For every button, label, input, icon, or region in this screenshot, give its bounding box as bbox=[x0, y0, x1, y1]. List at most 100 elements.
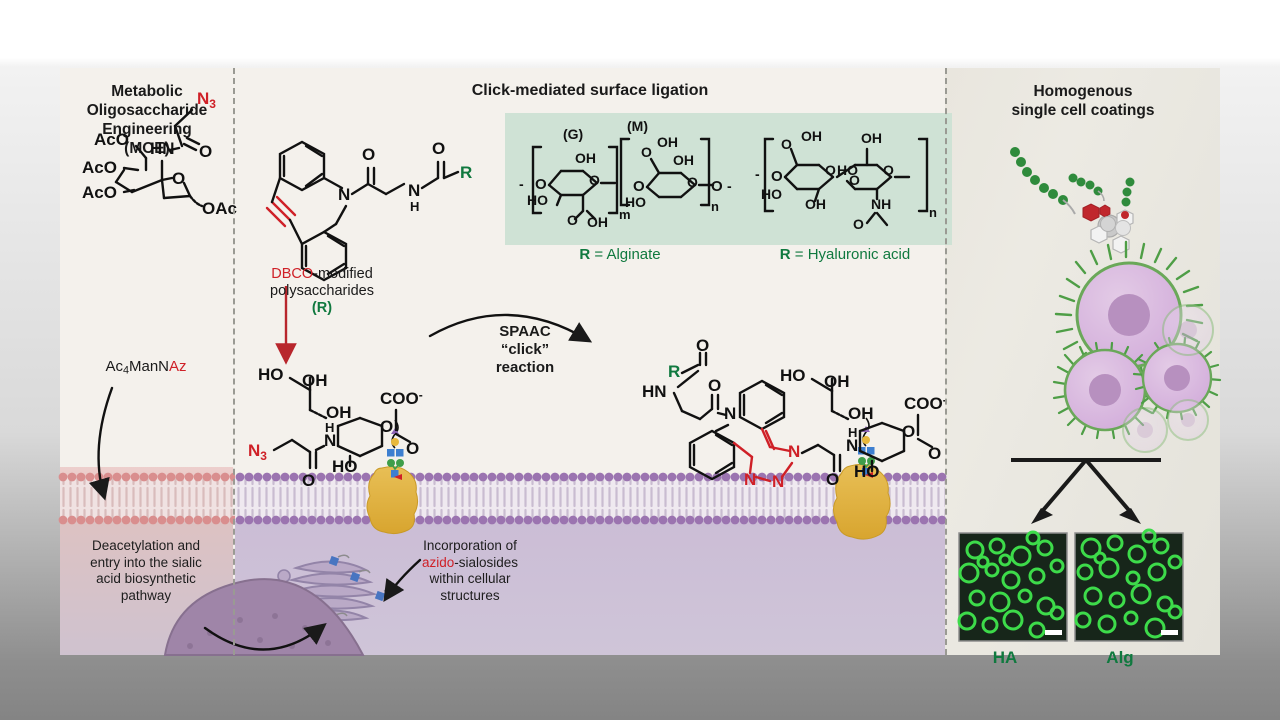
title-line-4: (MOE) bbox=[124, 140, 170, 157]
product-hn-label: HN bbox=[642, 382, 667, 401]
caption-line-1: Deacetylation and bbox=[91, 538, 201, 553]
svg-text:O: O bbox=[928, 444, 941, 463]
incorp-line-2: azido-sialosides bbox=[390, 555, 550, 572]
r-group-label: R bbox=[460, 163, 472, 182]
sialic-ho-bottom: HO bbox=[332, 457, 358, 476]
caption-incorporation: Incorporation of azido-sialosides within… bbox=[390, 538, 550, 604]
polysaccharide-inset-box bbox=[505, 113, 952, 245]
title-line-1: Metabolic bbox=[111, 83, 183, 100]
svg-text:O: O bbox=[641, 144, 652, 160]
label-ac: Ac bbox=[105, 358, 123, 375]
carboxylate-label: COO- bbox=[380, 388, 423, 408]
product-oh-1: OH bbox=[824, 372, 850, 391]
subscript-n-alg: n bbox=[711, 199, 719, 214]
coated-cell-faint-2 bbox=[1122, 407, 1168, 453]
ring-o-label: O bbox=[172, 169, 185, 188]
block-m-label: (M) bbox=[627, 118, 648, 134]
svg-text:O: O bbox=[853, 216, 864, 232]
svg-text:O: O bbox=[589, 172, 600, 188]
panel-divider-left bbox=[233, 68, 235, 655]
oac-label: OAc bbox=[202, 199, 237, 218]
ha-r: R bbox=[779, 246, 791, 263]
oh-g1: OH bbox=[575, 150, 596, 166]
svg-text:O: O bbox=[883, 162, 894, 178]
alginate-label: R = Alginate bbox=[520, 246, 720, 263]
ha-ho-1: HO bbox=[761, 186, 782, 202]
micrograph-ha bbox=[957, 530, 1068, 642]
caption-line-2: entry into the sialic bbox=[90, 554, 202, 570]
cell-membrane-illustration bbox=[58, 286, 947, 656]
svg-text:O: O bbox=[687, 174, 698, 190]
sialic-ho-top: HO bbox=[258, 365, 284, 384]
azido-sialic-acid-structure: N3 O N H HO OH OH O HO bbox=[248, 365, 423, 490]
arrow-nucleus-to-golgi bbox=[203, 623, 327, 651]
svg-text:O: O bbox=[902, 422, 915, 441]
svg-text:O: O bbox=[406, 439, 419, 458]
amide-o-label: O bbox=[362, 145, 375, 164]
ha-oh-3: OH bbox=[861, 130, 882, 146]
ha-nh: NH bbox=[871, 196, 891, 212]
sialic-n-label: N bbox=[324, 431, 336, 450]
r-carbonyl-o-label: O bbox=[432, 139, 445, 158]
ha-name: = Hyaluronic acid bbox=[790, 246, 911, 263]
micrograph-label-alg: Alg bbox=[1065, 648, 1175, 668]
panel-left-title: Metabolic Oligosaccharide Engineering (M… bbox=[62, 82, 232, 158]
product-ho-top: HO bbox=[780, 366, 806, 385]
ac4mannaz-label: Ac4ManNAz bbox=[60, 358, 232, 377]
product-carboxylate: COO- bbox=[904, 393, 947, 413]
oh-m1: OH bbox=[673, 152, 694, 168]
split-arrows bbox=[1011, 458, 1161, 524]
arrow-deacetylation bbox=[88, 386, 114, 501]
membrane-protein-right bbox=[833, 463, 891, 540]
spaac-line-1: SPAAC bbox=[499, 323, 551, 340]
triazole-n2: N bbox=[772, 472, 784, 491]
aco-label-1: AcO bbox=[94, 130, 129, 149]
oh-g2: OH bbox=[587, 214, 608, 230]
right-title-line-1: Homogenous bbox=[1033, 83, 1133, 100]
subscript-n-ha: n bbox=[929, 205, 937, 220]
spaac-line-2: “click” bbox=[500, 341, 550, 358]
product-n-label: N bbox=[724, 404, 736, 423]
svg-text:O: O bbox=[826, 470, 839, 489]
panel-divider-right bbox=[945, 68, 947, 655]
triazole-n3: N bbox=[744, 470, 756, 489]
svg-text:O: O bbox=[696, 336, 709, 355]
svg-text:O: O bbox=[535, 176, 547, 193]
nh-label: N bbox=[408, 181, 420, 200]
incorp-azido: azido bbox=[421, 554, 455, 570]
polysaccharide-chain-1 bbox=[1010, 147, 1134, 254]
dbco-caption: DBCO-modified polysaccharides (R) bbox=[242, 266, 402, 317]
sialic-azide-label: N3 bbox=[248, 441, 267, 463]
alginate-name: = Alginate bbox=[590, 246, 661, 263]
alginate-r: R bbox=[579, 246, 591, 263]
polysaccharide-structures: (G) (M) m n - O OH O HO O OH bbox=[519, 118, 937, 232]
spaac-reaction-label: SPAAC “click” reaction bbox=[460, 323, 590, 377]
dbco-caption-r: (R) bbox=[311, 300, 333, 316]
title-line-3: Engineering bbox=[102, 121, 192, 138]
aco-label-2: AcO bbox=[82, 158, 117, 177]
ha-oh-2: OH bbox=[805, 196, 826, 212]
product-oh-2: OH bbox=[848, 404, 874, 423]
svg-text:-: - bbox=[755, 166, 760, 182]
dbco-red-text: DBCO bbox=[271, 266, 314, 282]
right-title-line-2: single cell coatings bbox=[1011, 102, 1155, 119]
subscript-m: m bbox=[619, 207, 631, 222]
coated-cell-lower-right bbox=[1132, 336, 1222, 421]
incorp-sialosides: -sialosides bbox=[454, 554, 519, 570]
arrow-spaac-reaction bbox=[428, 313, 593, 343]
svg-text:O: O bbox=[302, 471, 315, 490]
sialic-oh-1: OH bbox=[302, 371, 328, 390]
label-mann: ManN bbox=[129, 358, 170, 375]
polysaccharide-chain-3 bbox=[1115, 177, 1135, 236]
svg-text:O: O bbox=[380, 417, 393, 436]
label-az: Az bbox=[169, 358, 187, 375]
title-line-2: Oligosaccharide bbox=[86, 102, 208, 119]
dbco-n-label: N bbox=[338, 185, 350, 204]
svg-text:N: N bbox=[846, 436, 858, 455]
svg-text:H: H bbox=[848, 425, 857, 440]
azide-label: N3 bbox=[197, 89, 216, 111]
glycan-chain-left bbox=[387, 419, 404, 480]
sialic-oh-2: OH bbox=[326, 403, 352, 422]
product-ho-bottom: HO bbox=[854, 462, 880, 481]
